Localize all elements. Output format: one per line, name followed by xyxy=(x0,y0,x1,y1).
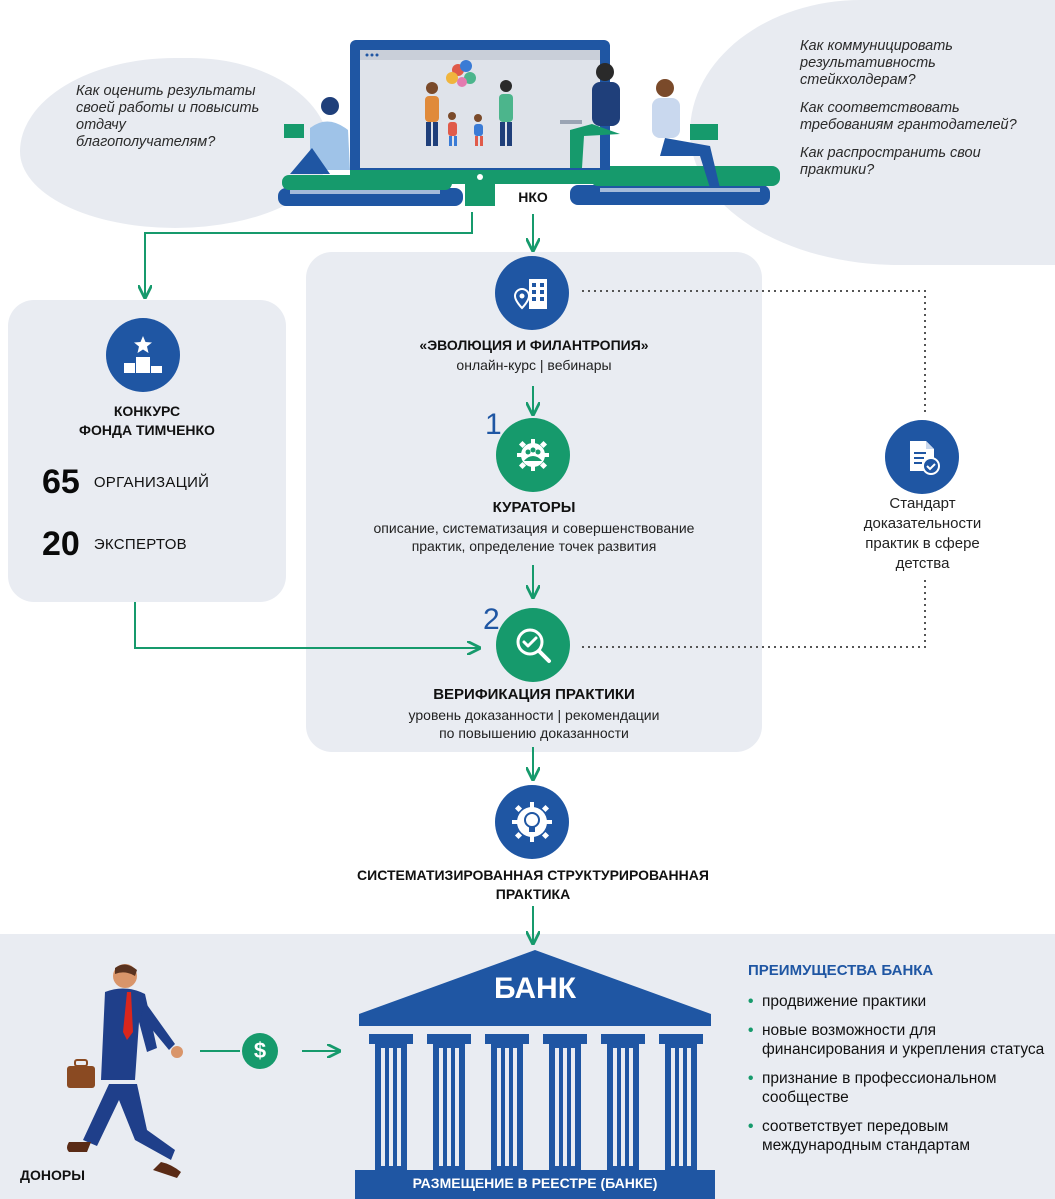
bank-building-icon xyxy=(355,950,715,1199)
evolution-icon-circle xyxy=(495,256,569,330)
step-number-2: 2 xyxy=(483,603,500,636)
right-question-2: Как соответствовать требованиям грантода… xyxy=(800,100,1017,133)
contest-title: КОНКУРС ФОНДА ТИМЧЕНКО xyxy=(79,403,215,438)
nko-illustration xyxy=(278,40,780,206)
document-check-icon xyxy=(910,441,940,475)
step-number-1: 1 xyxy=(485,408,502,441)
gear-lightbulb-icon xyxy=(512,802,552,842)
curators-title: КУРАТОРЫ xyxy=(492,499,576,516)
left-question: Как оценить результаты своей работы и по… xyxy=(76,83,260,150)
arrow-contest-to-verification xyxy=(134,602,478,648)
podium-star-icon xyxy=(124,336,162,373)
right-questions: Как коммуницировать результативность сте… xyxy=(800,38,1055,179)
contest-stat-2: 20 ЭКСПЕРТОВ xyxy=(42,525,187,564)
standard-label: Стандарт доказательности практик в сфере… xyxy=(863,495,982,572)
dotted-verification-standard xyxy=(582,580,926,648)
verification-icon-circle xyxy=(496,608,570,682)
stat-number: 20 xyxy=(42,525,80,563)
nko-label: НКО xyxy=(518,189,548,205)
money-coin: $ xyxy=(242,1033,278,1069)
curators-icon-circle xyxy=(496,418,570,492)
evolution-subtitle: онлайн-курс | вебинары xyxy=(456,357,612,373)
advantage-item: •продвижение практики xyxy=(748,993,927,1010)
magnifier-check-icon xyxy=(516,628,551,663)
donor-figure xyxy=(67,964,183,1178)
people-gear-icon xyxy=(517,439,549,471)
stat-label: ЭКСПЕРТОВ xyxy=(93,536,187,553)
verification-title: ВЕРИФИКАЦИЯ ПРАКТИКИ xyxy=(433,686,635,703)
contest-stat-1: 65 ОРГАНИЗАЦИЙ xyxy=(42,463,209,502)
right-question-1: Как коммуницировать результативность сте… xyxy=(800,38,953,88)
building-location-icon xyxy=(513,279,547,310)
curators-description: описание, систематизация и совершенствов… xyxy=(373,520,695,554)
advantages-title: ПРЕИМУЩЕСТВА БАНКА xyxy=(748,962,934,979)
stat-number: 65 xyxy=(42,463,80,501)
advantages-list: •продвижение практики •новые возможности… xyxy=(748,992,1048,1165)
donors-label: ДОНОРЫ xyxy=(20,1167,85,1183)
dotted-evolution-standard xyxy=(582,290,926,415)
bank-footer-label: РАЗМЕЩЕНИЕ В РЕЕСТРЕ (БАНКЕ) xyxy=(412,1175,658,1191)
right-question-bubble xyxy=(690,0,1055,265)
standard-icon-circle xyxy=(885,420,959,494)
arrow-nko-to-contest xyxy=(145,212,473,296)
result-icon-circle xyxy=(495,785,569,859)
advantage-item: •соответствует передовым международным с… xyxy=(748,1118,971,1154)
stat-label: ОРГАНИЗАЦИЙ xyxy=(93,474,210,491)
advantage-item: •новые возможности для финансирования и … xyxy=(748,1022,1045,1058)
dollar-coin-icon: $ xyxy=(253,1038,267,1063)
right-question-3: Как распространить свои практики? xyxy=(800,145,981,178)
contest-icon-circle xyxy=(106,318,180,392)
advantage-item: •признание в профессиональном сообществе xyxy=(748,1070,997,1106)
bank-label: БАНК xyxy=(493,972,577,1005)
verification-description: уровень доказанности | рекомендации по п… xyxy=(408,707,660,741)
evolution-title: «ЭВОЛЮЦИЯ И ФИЛАНТРОПИЯ» xyxy=(419,337,649,353)
result-title: СИСТЕМАТИЗИРОВАННАЯ СТРУКТУРИРОВАННАЯ ПР… xyxy=(357,867,709,902)
